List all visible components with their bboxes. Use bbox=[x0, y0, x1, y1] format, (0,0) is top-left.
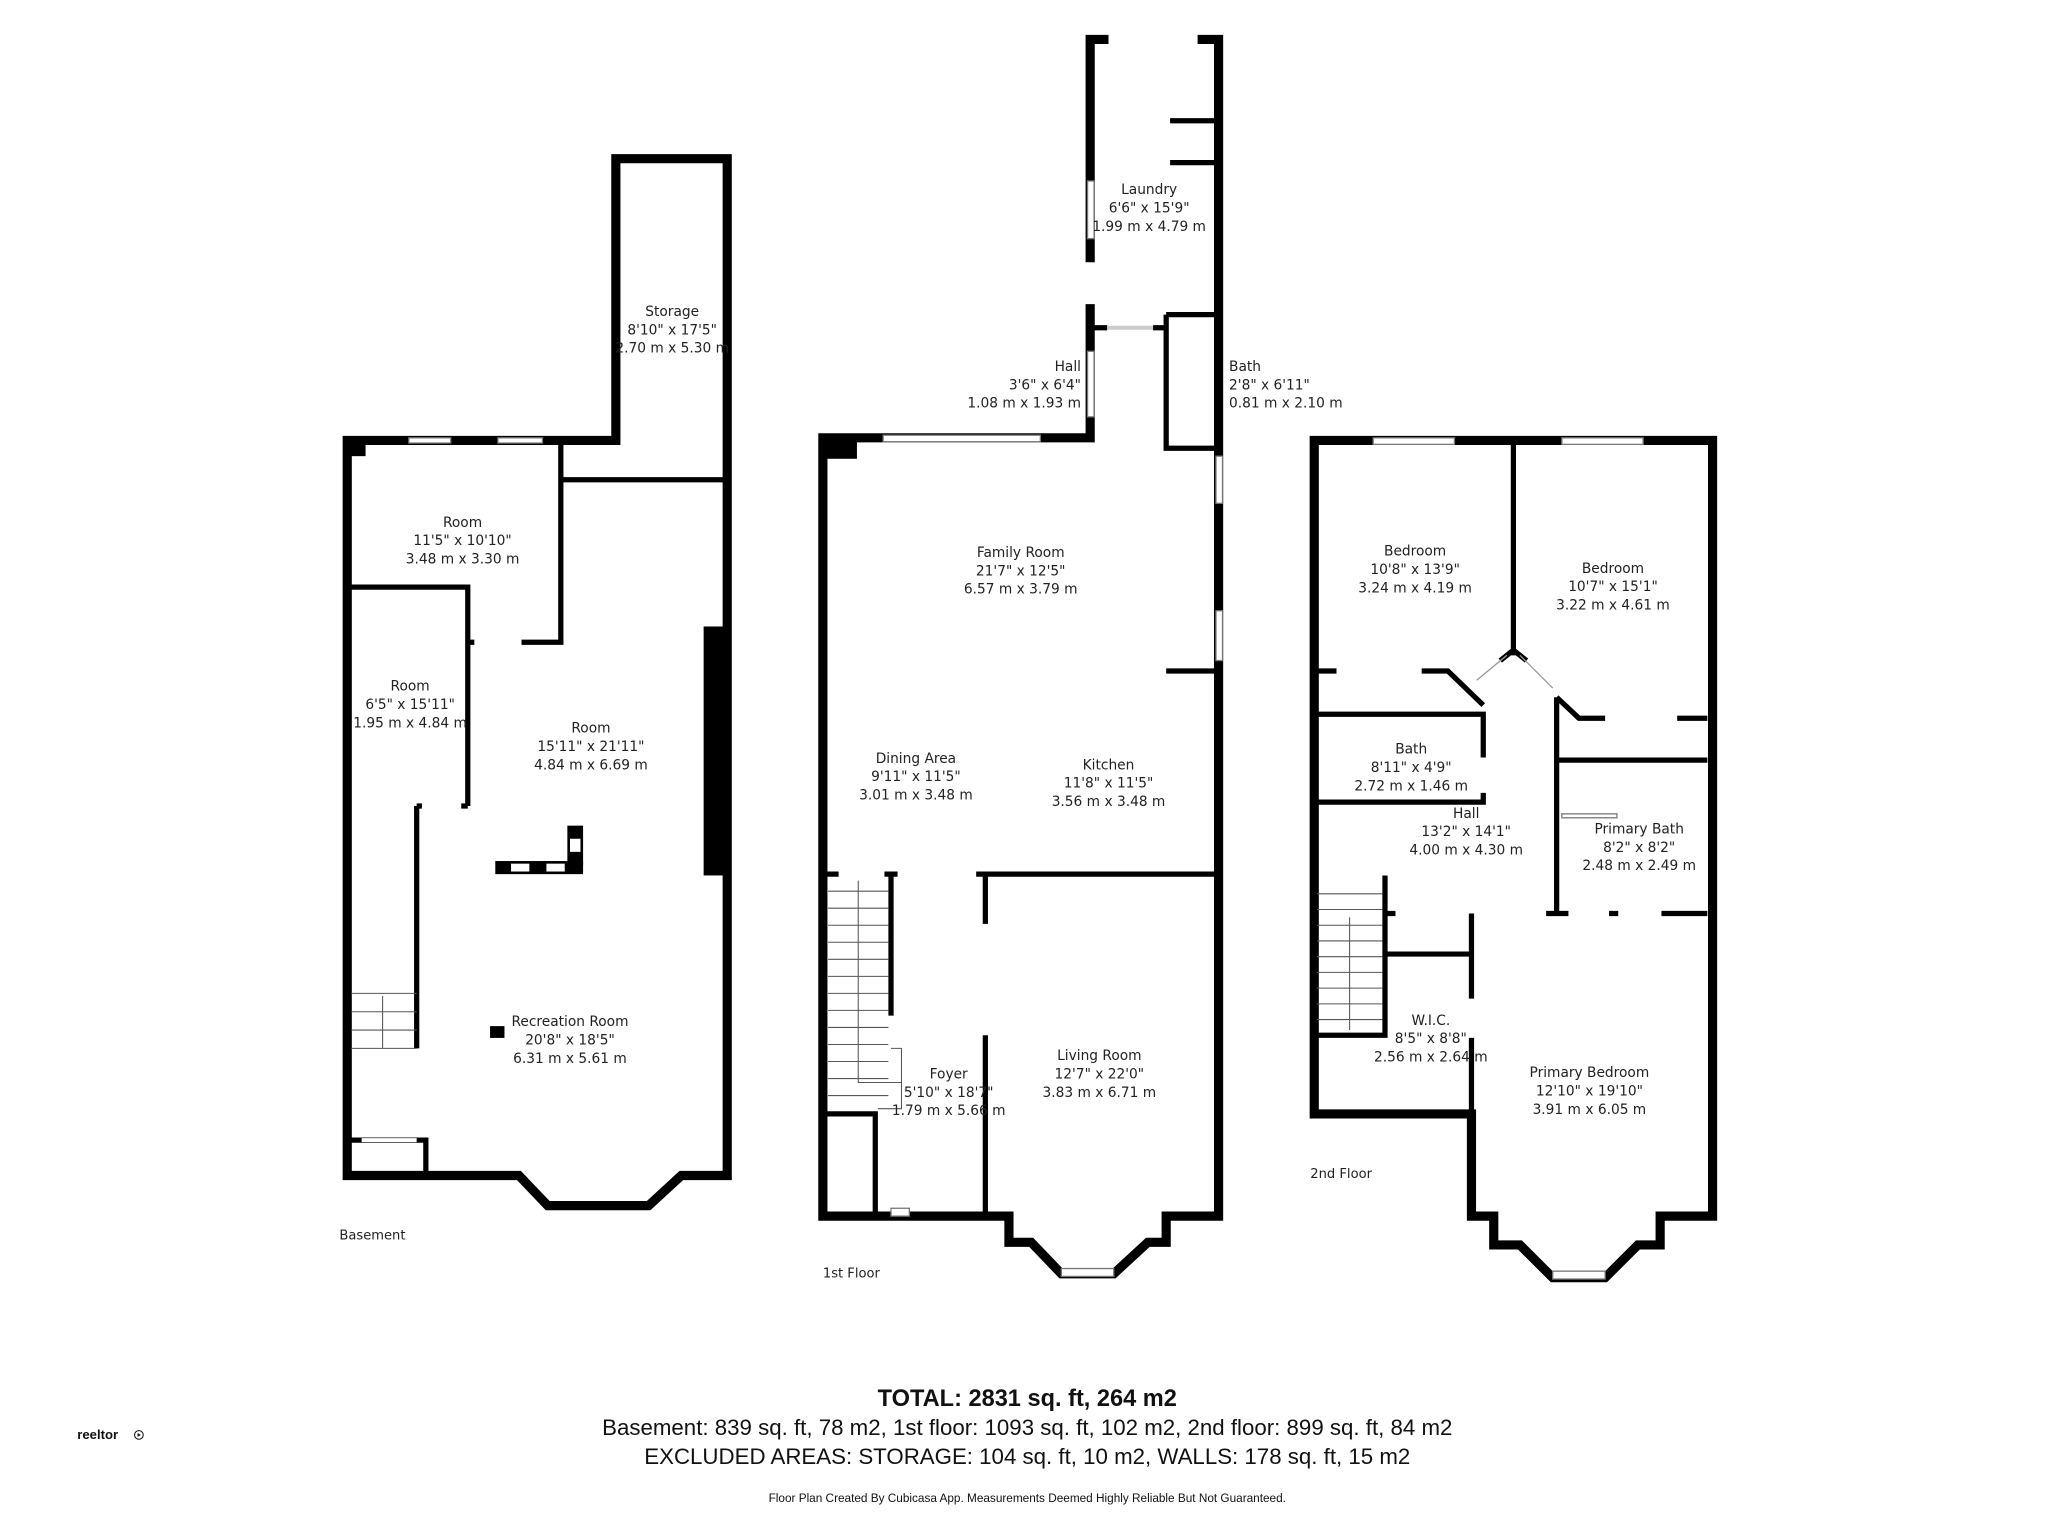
second-floor-inner-walls bbox=[1314, 440, 1708, 1114]
excluded-areas: EXCLUDED AREAS: STORAGE: 104 sq. ft, 10 … bbox=[644, 1444, 1410, 1469]
floor-label: 1st Floor bbox=[823, 1267, 881, 1282]
basement-outer-wall bbox=[342, 154, 732, 1211]
reeltor-logo: reeltor bbox=[77, 1427, 144, 1442]
first-floor-stairs bbox=[828, 880, 903, 1110]
floor-label: 2nd Floor bbox=[1310, 1167, 1372, 1182]
floor-label: Basement bbox=[339, 1229, 405, 1244]
logo-text: reeltor bbox=[77, 1427, 118, 1442]
first-floor-inner-walls bbox=[825, 118, 1222, 1217]
disclaimer: Floor Plan Created By Cubicasa App. Meas… bbox=[769, 1492, 1286, 1505]
second-floor-stairs bbox=[1316, 893, 1383, 1031]
chimney-block bbox=[703, 626, 728, 876]
total-area: TOTAL: 2831 sq. ft, 264 m2 bbox=[878, 1385, 1177, 1411]
room-label: W.I.C.8'5" x 8'8"2.56 m x 2.64 m bbox=[1374, 1013, 1488, 1066]
play-circle-icon bbox=[134, 1430, 144, 1440]
area-summary: TOTAL: 2831 sq. ft, 264 m2 Basement: 839… bbox=[602, 1385, 1452, 1505]
floor-breakdown: Basement: 839 sq. ft, 78 m2, 1st floor: … bbox=[602, 1415, 1452, 1440]
basement-stairs bbox=[351, 992, 417, 1049]
